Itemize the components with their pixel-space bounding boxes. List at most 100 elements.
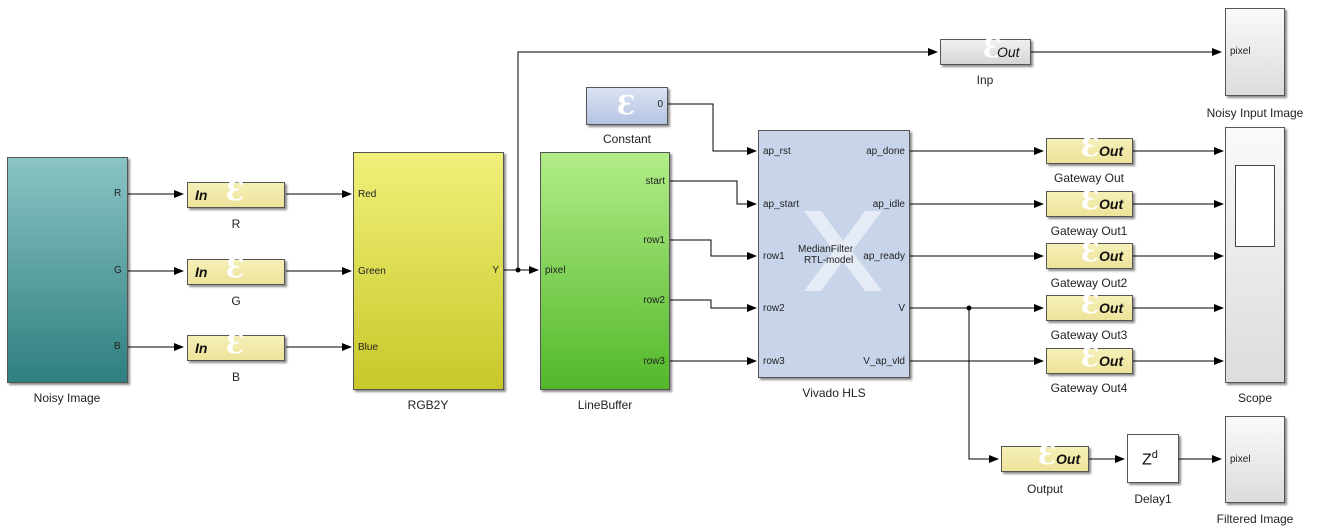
- xilinx-logo-icon: Ɛ: [1081, 186, 1100, 216]
- noisy-input-image-label: Noisy Input Image: [1206, 106, 1304, 120]
- xilinx-logo-icon: Ɛ: [1081, 343, 1100, 373]
- port-ap-done: ap_done: [866, 146, 905, 157]
- xilinx-logo-icon: Ɛ: [1081, 238, 1100, 268]
- delay1-label: Delay1: [1134, 492, 1172, 506]
- wire-row2: [670, 299, 757, 312]
- gateway-out-1[interactable]: Ɛ Out: [1046, 186, 1133, 217]
- constant-block[interactable]: Ɛ 0: [586, 87, 668, 125]
- noisy-image-label: Noisy Image: [33, 391, 101, 405]
- xilinx-logo-icon: Ɛ: [226, 177, 245, 207]
- gateway-out-2[interactable]: Ɛ Out: [1046, 238, 1133, 269]
- noisy-input-image-block[interactable]: pixel: [1225, 8, 1285, 96]
- xilinx-logo-icon: Ɛ: [226, 254, 245, 284]
- gateway-in-b[interactable]: In Ɛ: [187, 330, 285, 361]
- gateway-in-b-label: B: [231, 370, 241, 384]
- wire-constant: [668, 103, 757, 155]
- wire-start: [670, 180, 757, 208]
- xilinx-logo-icon: Ɛ: [1081, 290, 1100, 320]
- filtered-image-block[interactable]: pixel: [1225, 416, 1285, 503]
- delay-z-text: Z: [1142, 451, 1152, 469]
- gateway-in-r[interactable]: In Ɛ: [187, 177, 285, 208]
- port-r-label: R: [114, 188, 122, 199]
- gateway-in-r-label: R: [231, 217, 241, 231]
- gateway-out-0-label: Gateway Out: [1053, 171, 1125, 185]
- gateway-out-1-label: Gateway Out1: [1050, 224, 1128, 238]
- port-row2: row2: [643, 295, 665, 306]
- port-pixel: pixel: [545, 265, 566, 276]
- vivado-center-line1: MedianFilter: [798, 244, 854, 255]
- port-g-label: G: [114, 265, 122, 276]
- gateway-in-g[interactable]: In Ɛ: [187, 254, 285, 285]
- gateway-out-text: Out: [1099, 248, 1124, 264]
- rgb2y-block[interactable]: Red Green Blue Y: [353, 152, 504, 390]
- port-v-ap-vld: V_ap_vld: [863, 356, 905, 367]
- port-pixel-filtered: pixel: [1230, 454, 1251, 465]
- port-ap-rst: ap_rst: [763, 146, 791, 157]
- gateway-out-0[interactable]: Ɛ Out: [1046, 133, 1133, 164]
- inp-label: Inp: [976, 73, 994, 87]
- xilinx-watermark-icon: [804, 211, 882, 291]
- gateway-out-text: Out: [1099, 300, 1124, 316]
- port-red: Red: [358, 189, 377, 200]
- port-v: V: [898, 303, 905, 314]
- port-row3-in: row3: [763, 356, 785, 367]
- inp-block[interactable]: Ɛ Out: [940, 34, 1031, 65]
- port-green: Green: [358, 266, 386, 277]
- port-blue: Blue: [358, 342, 379, 353]
- noisy-image-block[interactable]: [7, 157, 128, 383]
- filtered-image-label: Filtered Image: [1216, 512, 1294, 526]
- port-ap-ready: ap_ready: [863, 251, 905, 262]
- gateway-out-text: Out: [1099, 353, 1124, 369]
- wire-v-branch: [968, 308, 999, 463]
- port-b-label: B: [114, 341, 121, 352]
- output-block[interactable]: Ɛ Out: [1001, 441, 1089, 472]
- port-ap-idle: ap_idle: [872, 199, 905, 210]
- gateway-out-text: Out: [1099, 143, 1124, 159]
- rgb2y-label: RGB2Y: [407, 398, 449, 412]
- port-y: Y: [492, 265, 499, 276]
- gateway-in-text: In: [195, 264, 208, 280]
- xilinx-logo-icon: Ɛ: [1081, 133, 1100, 163]
- xilinx-logo-icon: Ɛ: [617, 91, 636, 121]
- constant-label: Constant: [602, 132, 652, 146]
- gateway-out-2-label: Gateway Out2: [1050, 276, 1128, 290]
- wire-row1: [670, 239, 757, 260]
- linebuffer-label: LineBuffer: [577, 398, 633, 412]
- port-ap-start: ap_start: [763, 199, 800, 210]
- gateway-out-4[interactable]: Ɛ Out: [1046, 343, 1133, 374]
- delay-z: Zd: [1142, 449, 1158, 469]
- gateway-out-3[interactable]: Ɛ Out: [1046, 290, 1133, 321]
- gateway-out-4-label: Gateway Out4: [1050, 381, 1128, 395]
- port-row1-in: row1: [763, 251, 785, 262]
- junction-y: [515, 267, 521, 273]
- delay-superscript: d: [1151, 449, 1158, 461]
- vivado-hls-label: Vivado HLS: [802, 386, 866, 400]
- linebuffer-block[interactable]: pixel start row1 row2 row3: [540, 152, 670, 390]
- port-row2-in: row2: [763, 303, 785, 314]
- inp-text: Out: [997, 44, 1020, 60]
- port-row3: row3: [643, 356, 665, 367]
- gateway-in-text: In: [195, 187, 208, 203]
- gateway-out-3-label: Gateway Out3: [1050, 328, 1128, 342]
- scope-block[interactable]: [1225, 127, 1285, 383]
- xilinx-logo-icon: Ɛ: [226, 330, 245, 360]
- xilinx-logo-icon: Ɛ: [983, 34, 1002, 64]
- xilinx-logo-icon: Ɛ: [1038, 441, 1057, 471]
- gateway-in-text: In: [195, 340, 208, 356]
- junction-v: [966, 305, 972, 311]
- wire-y-branch: [517, 48, 938, 270]
- gateway-out-text: Out: [1099, 196, 1124, 212]
- vivado-center-line2: RTL-model: [804, 255, 854, 266]
- output-text: Out: [1056, 451, 1081, 467]
- port-row1: row1: [643, 235, 665, 246]
- port-pixel-noisy: pixel: [1230, 46, 1251, 57]
- scope-screen: [1235, 165, 1275, 247]
- output-label: Output: [1026, 482, 1064, 496]
- delay1-block[interactable]: Zd: [1127, 434, 1179, 483]
- constant-value: 0: [657, 99, 663, 110]
- scope-label: Scope: [1237, 391, 1273, 405]
- vivado-hls-block[interactable]: ap_rst ap_start row1 row2 row3 ap_done a…: [758, 130, 910, 378]
- port-start: start: [645, 176, 665, 187]
